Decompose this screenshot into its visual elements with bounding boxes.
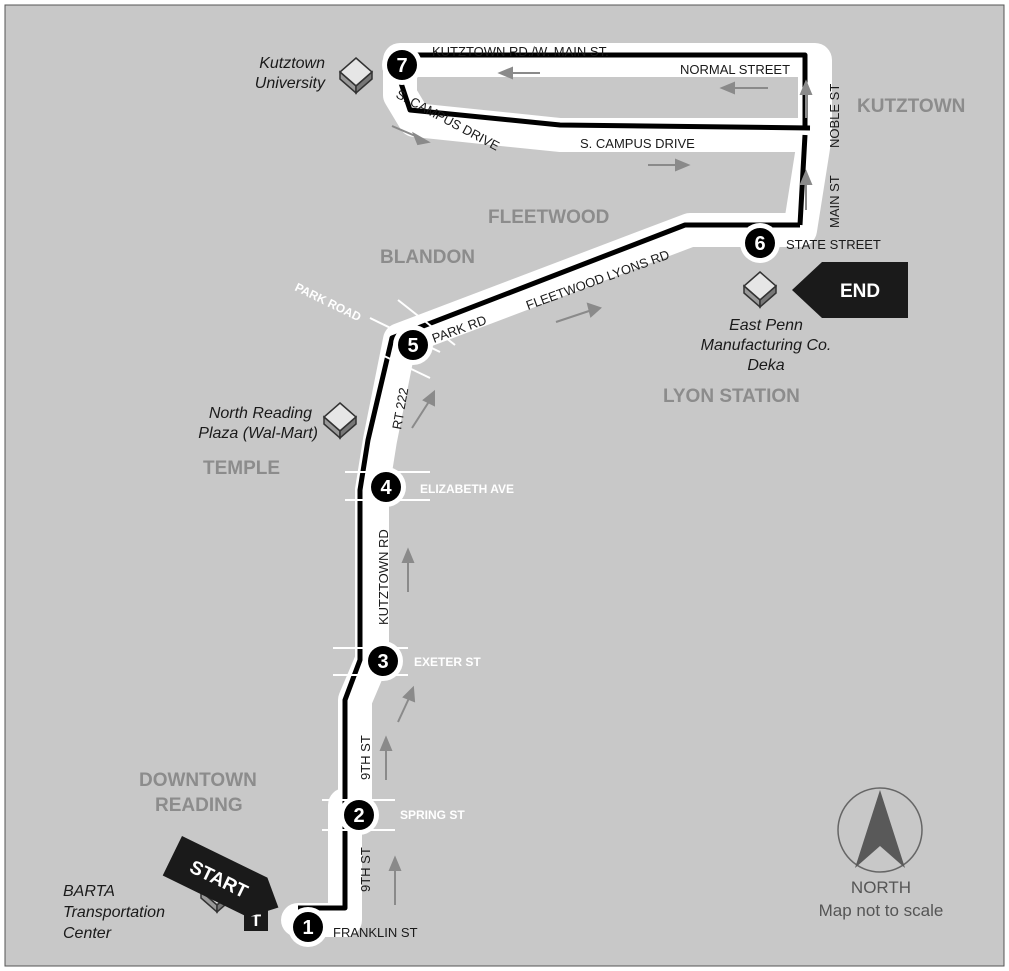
label-s-campus-drive: S. CAMPUS DRIVE bbox=[580, 136, 695, 151]
town-blandon: BLANDON bbox=[380, 247, 475, 268]
place-east-penn-line1: East Penn bbox=[729, 317, 803, 334]
place-barta-line3: Center bbox=[63, 925, 112, 942]
place-barta-line2: Transportation bbox=[63, 904, 165, 921]
town-fleetwood: FLEETWOOD bbox=[488, 207, 609, 228]
map-background bbox=[4, 4, 1005, 967]
place-north-reading-line2: Plaza (Wal-Mart) bbox=[198, 425, 318, 442]
svg-text:2: 2 bbox=[353, 805, 364, 827]
svg-text:7: 7 bbox=[396, 55, 407, 77]
stop-5: 5 bbox=[393, 325, 433, 365]
svg-text:6: 6 bbox=[754, 233, 765, 255]
town-kutztown: KUTZTOWN bbox=[857, 96, 965, 117]
label-normal-street: NORMAL STREET bbox=[680, 62, 790, 77]
end-label: END bbox=[840, 281, 880, 302]
place-barta-line1: BARTA bbox=[63, 883, 115, 900]
label-9th-st-lower: 9TH ST bbox=[358, 847, 373, 892]
label-main-st: MAIN ST bbox=[827, 175, 842, 228]
compass-label: NORTH bbox=[851, 878, 911, 897]
place-north-reading-line1: North Reading bbox=[209, 405, 312, 422]
place-east-penn-line2: Manufacturing Co. bbox=[701, 337, 832, 354]
landmark-north-reading bbox=[322, 402, 358, 440]
end-banner: END bbox=[792, 262, 908, 318]
place-kutztown-univ-line2: University bbox=[255, 75, 326, 92]
place-east-penn-line3: Deka bbox=[747, 357, 784, 374]
svg-text:T: T bbox=[251, 911, 262, 930]
label-rt-222: RT 222 bbox=[389, 386, 411, 430]
scale-note: Map not to scale bbox=[819, 901, 944, 920]
svg-text:4: 4 bbox=[380, 477, 392, 499]
stop-4: 4 bbox=[366, 467, 406, 507]
direction-arrows bbox=[379, 66, 813, 905]
svg-text:1: 1 bbox=[302, 917, 313, 939]
stop-1: 1 bbox=[288, 907, 328, 947]
landmark-kutztown-univ bbox=[338, 57, 374, 95]
label-state-street: STATE STREET bbox=[786, 237, 881, 252]
label-noble-st: NOBLE ST bbox=[827, 84, 842, 148]
label-exeter-st: EXETER ST bbox=[414, 655, 481, 669]
stop-7: 7 bbox=[382, 45, 422, 85]
label-9th-st-upper: 9TH ST bbox=[358, 735, 373, 780]
stop-3: 3 bbox=[363, 641, 403, 681]
north-arrow-icon bbox=[837, 787, 923, 873]
label-elizabeth-ave: ELIZABETH AVE bbox=[420, 482, 514, 496]
place-kutztown-univ-line1: Kutztown bbox=[259, 55, 325, 72]
label-franklin-st: FRANKLIN ST bbox=[333, 925, 418, 940]
start-banner: START bbox=[162, 836, 279, 918]
town-downtown-line2: READING bbox=[155, 795, 243, 816]
town-temple: TEMPLE bbox=[203, 458, 280, 479]
town-lyon-station: LYON STATION bbox=[663, 386, 800, 407]
svg-text:5: 5 bbox=[407, 335, 418, 357]
stop-2: 2 bbox=[339, 795, 379, 835]
town-downtown-line1: DOWNTOWN bbox=[139, 770, 257, 791]
label-spring-st: SPRING ST bbox=[400, 808, 465, 822]
label-kutztown-rd: KUTZTOWN RD bbox=[376, 529, 391, 625]
stop-6: 6 bbox=[740, 223, 780, 263]
landmark-east-penn bbox=[742, 271, 778, 309]
svg-text:3: 3 bbox=[377, 651, 388, 673]
label-kutztown-rd-main: KUTZTOWN RD./W. MAIN ST. bbox=[432, 44, 609, 59]
